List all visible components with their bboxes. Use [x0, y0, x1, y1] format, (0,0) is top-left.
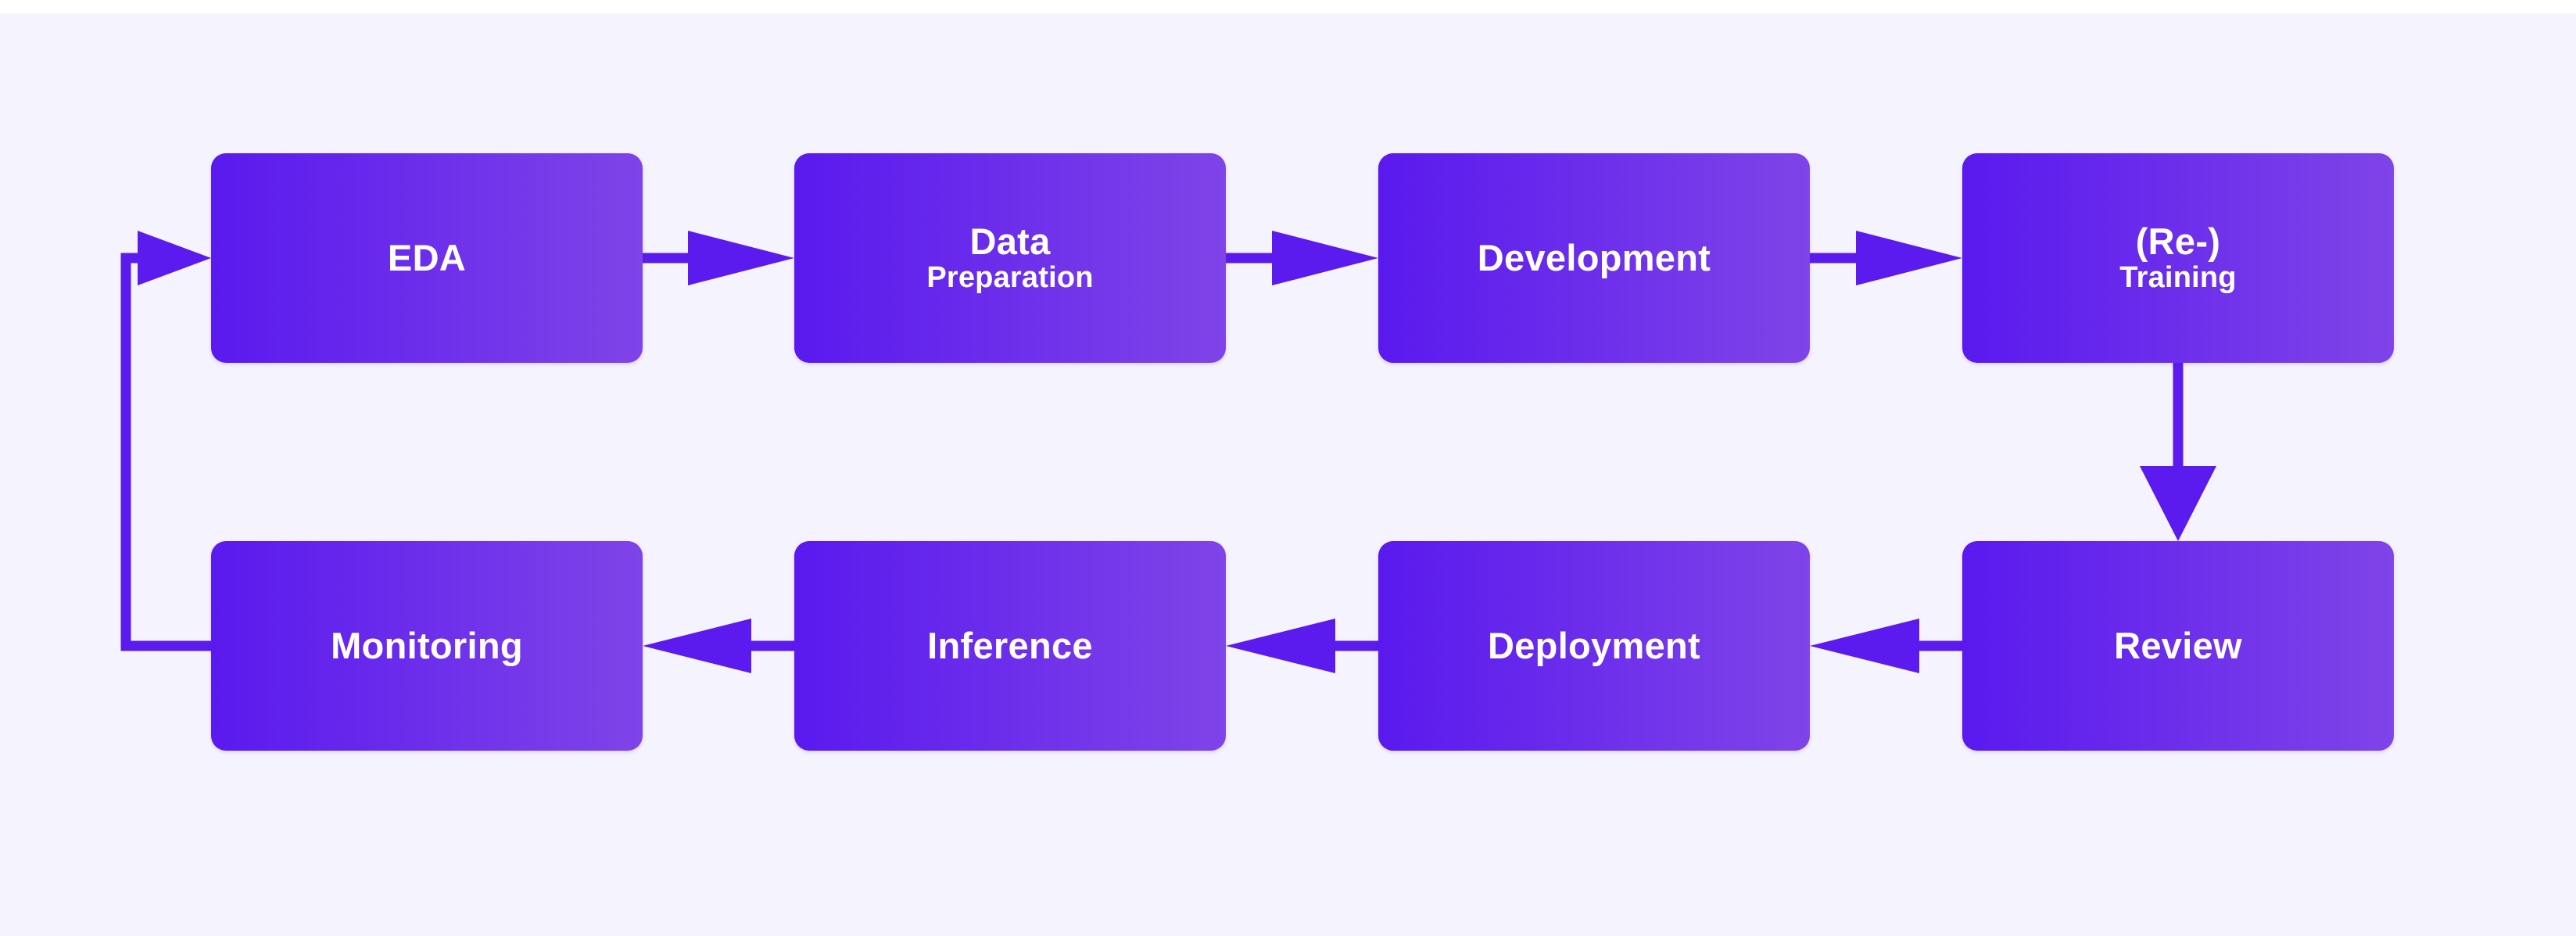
- node-monitoring[interactable]: Monitoring: [211, 541, 643, 751]
- node-review[interactable]: Review: [1962, 541, 2394, 751]
- node-eda-label: EDA: [387, 236, 467, 278]
- node-review-label: Review: [2114, 624, 2242, 666]
- node-re-training-label-line2: Training: [2119, 261, 2237, 295]
- edge-monitoring-to-eda-feedback: [120, 231, 211, 651]
- node-eda[interactable]: EDA: [211, 153, 643, 363]
- node-inference[interactable]: Inference: [794, 541, 1226, 751]
- node-deployment-label: Deployment: [1488, 624, 1700, 666]
- node-data-preparation-label-line2: Preparation: [926, 261, 1094, 295]
- edge-development-to-re-training: [1810, 231, 1962, 285]
- edge-review-to-deployment: [1810, 619, 1962, 673]
- edge-eda-to-data-preparation: [643, 231, 794, 285]
- node-inference-label: Inference: [927, 624, 1093, 666]
- edge-inference-to-monitoring: [643, 619, 794, 673]
- top-white-strip: [0, 0, 2576, 13]
- node-data-preparation[interactable]: Data Preparation: [794, 153, 1226, 363]
- node-development-label: Development: [1477, 236, 1711, 278]
- node-re-training-label-line1: (Re-): [2135, 220, 2221, 262]
- node-deployment[interactable]: Deployment: [1378, 541, 1810, 751]
- edge-re-training-to-review: [2140, 363, 2216, 541]
- node-development[interactable]: Development: [1378, 153, 1810, 363]
- node-re-training[interactable]: (Re-) Training: [1962, 153, 2394, 363]
- edge-data-preparation-to-development: [1226, 231, 1378, 285]
- node-monitoring-label: Monitoring: [331, 624, 523, 666]
- node-data-preparation-label-line1: Data: [969, 220, 1051, 262]
- edge-deployment-to-inference: [1226, 619, 1378, 673]
